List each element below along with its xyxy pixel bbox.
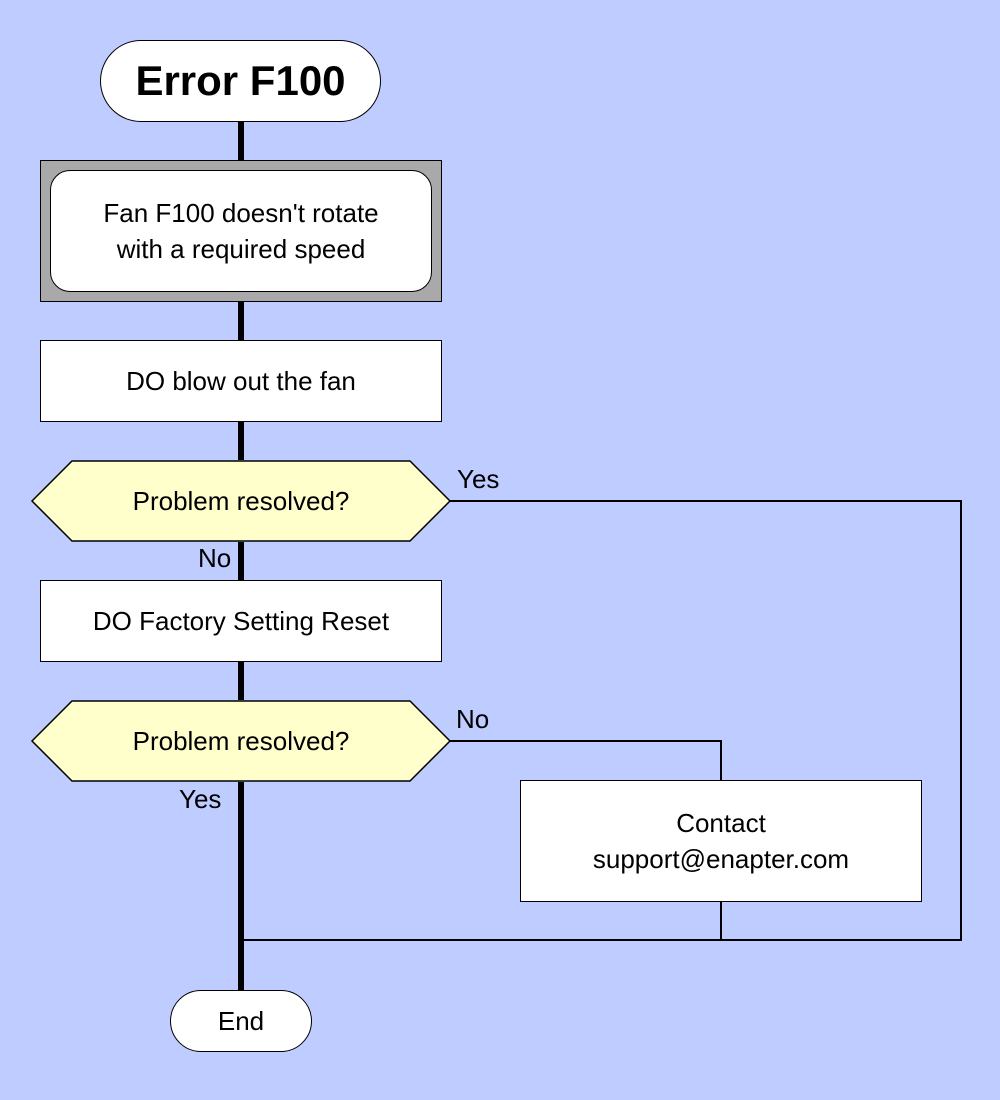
decision-shape-2 <box>30 700 452 782</box>
step-2-label: DO Factory Setting Reset <box>92 606 390 636</box>
contact-line-1: Contact <box>676 808 766 838</box>
step-contact-support: Contact support@enapter.com <box>520 780 922 902</box>
decision-2-no-label: No <box>456 704 490 734</box>
decision-1-no-label: No <box>198 543 232 573</box>
decision-2-yes-label: Yes <box>179 784 222 814</box>
flowchart-title: Error F100 <box>135 57 346 104</box>
connector-decision2-no <box>450 740 722 780</box>
decision-1-yes-label: Yes <box>457 464 500 494</box>
end-label: End <box>217 1006 265 1036</box>
connector-decision1-yes <box>241 500 962 941</box>
decision-1: Problem resolved? <box>32 460 450 542</box>
decision-2: Problem resolved? <box>32 700 450 782</box>
decision-1-label: Problem resolved? <box>132 486 350 516</box>
end-terminator: End <box>170 990 312 1052</box>
contact-email: support@enapter.com <box>592 844 850 874</box>
step-factory-reset: DO Factory Setting Reset <box>40 580 442 662</box>
symptom-node: Fan F100 doesn't rotate with a required … <box>50 170 432 292</box>
symptom-line-2: with a required speed <box>116 234 366 264</box>
step-blow-out-fan: DO blow out the fan <box>40 340 442 422</box>
step-1-label: DO blow out the fan <box>126 366 356 396</box>
start-terminator: Error F100 <box>100 40 381 122</box>
symptom-line-1: Fan F100 doesn't rotate <box>103 198 379 228</box>
decision-2-label: Problem resolved? <box>132 726 350 756</box>
decision-shape-1 <box>30 460 452 542</box>
